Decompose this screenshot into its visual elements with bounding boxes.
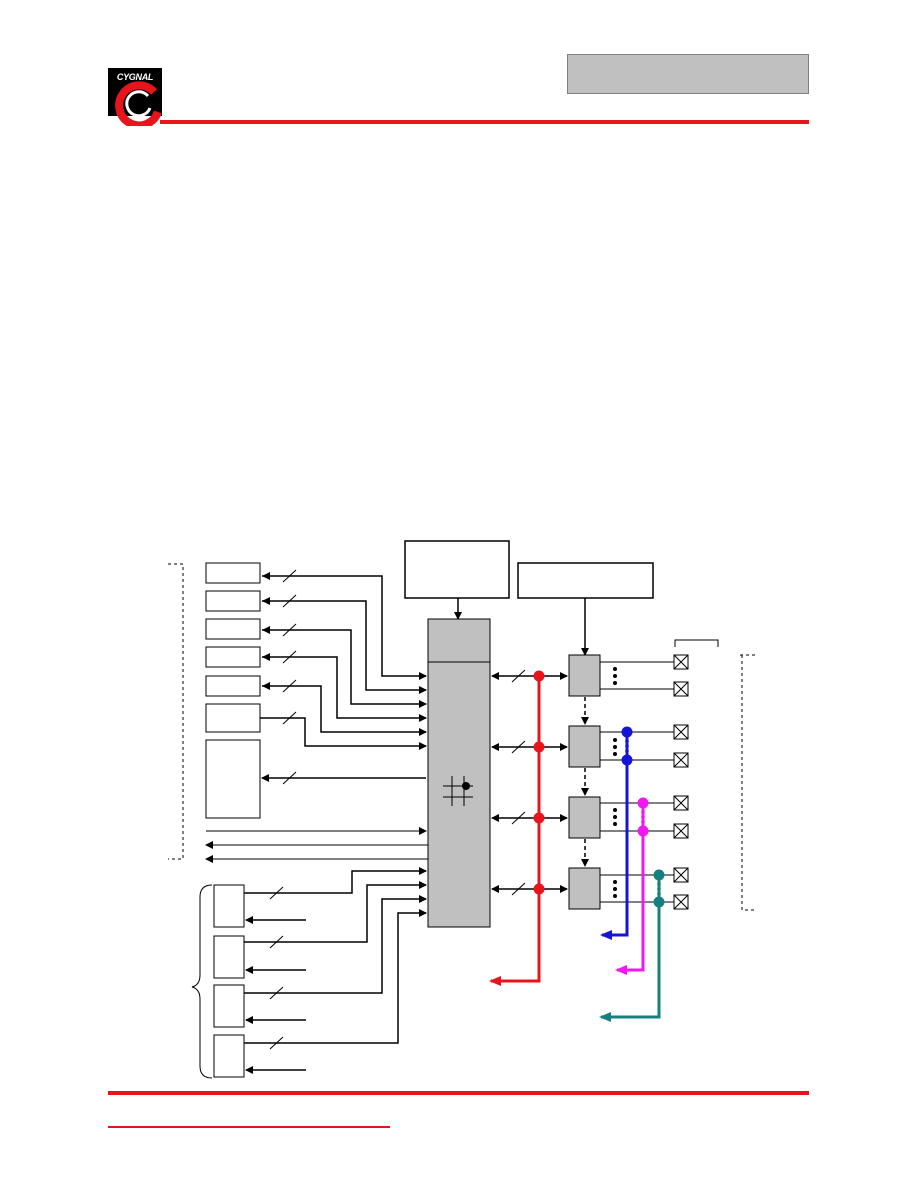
priority-decoder-box xyxy=(404,540,510,599)
footer-underline xyxy=(108,1126,390,1128)
port-bus-leftheads xyxy=(491,672,499,893)
header-rule xyxy=(160,120,809,124)
red-bus xyxy=(489,670,545,986)
peripheral-blocks xyxy=(205,562,261,819)
peripheral-bracket xyxy=(168,563,184,860)
peripheral-buses xyxy=(260,575,427,782)
x-box-icon xyxy=(673,654,689,910)
misc-signals xyxy=(205,827,428,863)
crossbar-block xyxy=(427,618,491,928)
peripheral-arrowheads xyxy=(262,572,270,690)
bus-width-slashes xyxy=(282,569,297,785)
port-bus-slashes xyxy=(511,669,526,896)
teal-bus xyxy=(599,869,665,1022)
logo-text: CYGNAL xyxy=(116,72,154,82)
port-latch-slashes xyxy=(269,886,284,1050)
logo-graphic xyxy=(108,68,162,130)
footer-rule xyxy=(108,1091,809,1095)
blue-bus xyxy=(600,726,633,940)
port-latch-control-box xyxy=(517,562,654,599)
header-gray-box xyxy=(567,54,809,94)
port-latch-buses xyxy=(244,867,427,1074)
port-io-cells xyxy=(568,654,601,910)
port-buses xyxy=(492,672,568,893)
pin-bracket xyxy=(674,639,757,911)
pin-lines xyxy=(600,661,674,903)
vertical-dots-icon xyxy=(613,667,617,898)
port-latch-brace xyxy=(191,884,213,1079)
cygnal-logo: CYGNAL xyxy=(108,68,166,130)
port-latch-blocks xyxy=(213,884,245,1078)
magenta-bus xyxy=(615,797,649,975)
